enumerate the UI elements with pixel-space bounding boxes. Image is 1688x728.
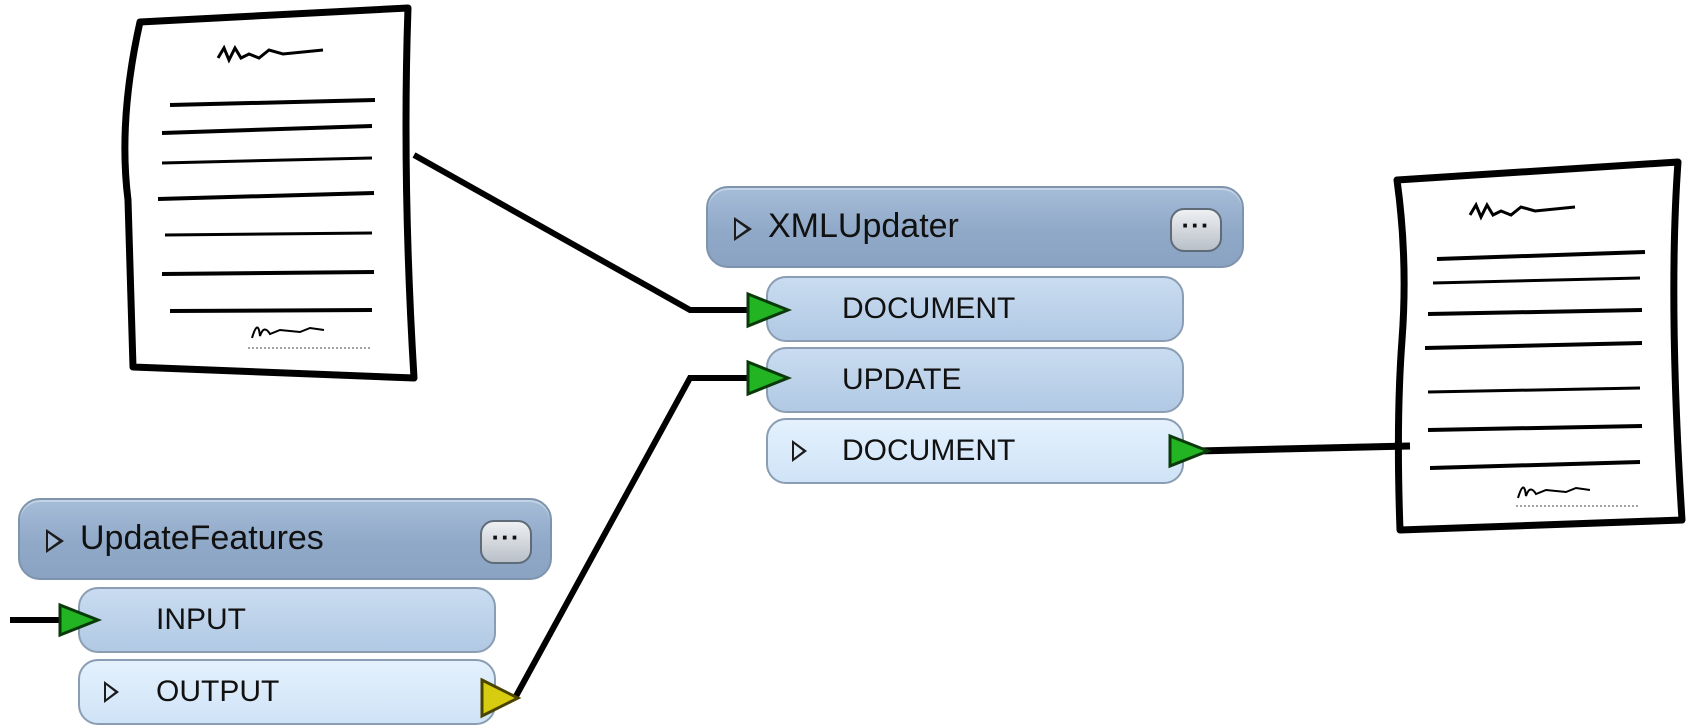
- port-output[interactable]: OUTPUT: [78, 659, 496, 725]
- port-input[interactable]: INPUT: [78, 587, 496, 653]
- port-label: UPDATE: [842, 363, 962, 396]
- expand-triangle-icon[interactable]: [792, 440, 807, 462]
- connection-document-to-output[interactable]: [1197, 442, 1411, 455]
- updatefeatures-menu-button[interactable]: ···: [480, 520, 532, 564]
- port-label: INPUT: [156, 603, 246, 636]
- xmlupdater-menu-button[interactable]: ···: [1170, 208, 1222, 252]
- expand-triangle-icon[interactable]: [104, 681, 119, 703]
- connection-output-to-update[interactable]: [512, 375, 752, 700]
- source-document-icon: [121, 4, 418, 382]
- xmlupdater-title: XMLUpdater: [768, 207, 959, 245]
- port-label: DOCUMENT: [842, 292, 1016, 325]
- connection-source-to-document[interactable]: [412, 152, 752, 313]
- port-update-input[interactable]: UPDATE: [766, 347, 1184, 413]
- output-document-icon: [1393, 158, 1686, 534]
- port-document-output[interactable]: DOCUMENT: [766, 418, 1184, 484]
- port-label: OUTPUT: [156, 675, 280, 708]
- updatefeatures-header[interactable]: UpdateFeatures ···: [18, 498, 552, 580]
- expand-triangle-icon[interactable]: [46, 529, 64, 553]
- xmlupdater-header[interactable]: XMLUpdater ···: [706, 186, 1244, 268]
- expand-triangle-icon[interactable]: [734, 217, 752, 241]
- updatefeatures-title: UpdateFeatures: [80, 519, 324, 557]
- port-document-input[interactable]: DOCUMENT: [766, 276, 1184, 342]
- port-label: DOCUMENT: [842, 434, 1016, 467]
